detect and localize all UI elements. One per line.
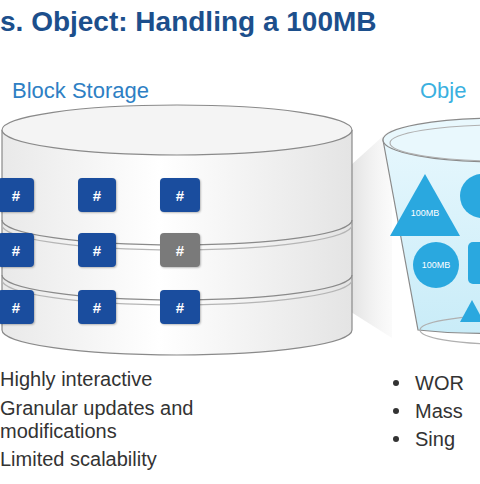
- object-triangle: [460, 300, 480, 322]
- data-block: #: [78, 233, 116, 267]
- block-symbol: #: [12, 299, 20, 316]
- object-shape: 100MB: [413, 242, 459, 288]
- data-block: #: [160, 233, 200, 267]
- disk-cylinder: [2, 105, 352, 355]
- bullet-dot: [393, 436, 399, 442]
- bullet-text: Limited scalability: [0, 448, 240, 471]
- data-block: #: [78, 290, 116, 324]
- object-bucket: [383, 118, 480, 344]
- block-symbol: #: [93, 299, 101, 316]
- data-block: #: [0, 178, 34, 212]
- block-symbol: #: [12, 187, 20, 204]
- bullet-dot: [393, 380, 399, 386]
- data-block: #: [160, 178, 200, 212]
- block-symbol: #: [176, 299, 184, 316]
- section-heading: Obje: [420, 78, 480, 104]
- bullet-text: WOR: [415, 370, 480, 396]
- block-symbol: #: [93, 187, 101, 204]
- object-shape: 100MB: [390, 174, 460, 236]
- block-symbol: #: [12, 242, 20, 259]
- bullet-text: Sing: [415, 426, 480, 452]
- data-block: #: [160, 290, 200, 324]
- data-block: #: [0, 290, 34, 324]
- object-square: [468, 242, 480, 284]
- data-block: #: [78, 178, 116, 212]
- size-label: 100MB: [422, 260, 451, 270]
- section-heading: Block Storage: [12, 78, 252, 104]
- bullet-text: Granular updates and modifications: [0, 397, 240, 443]
- object-circle: [460, 174, 480, 218]
- bullet-text: Highly interactive: [0, 368, 240, 391]
- slide-title: s. Object: Handling a 100MB: [0, 6, 377, 38]
- triangle-outline: [390, 174, 460, 236]
- bullet-dot: [393, 408, 399, 414]
- block-symbol: #: [176, 187, 184, 204]
- data-block: #: [0, 233, 34, 267]
- bullet-text: Mass: [415, 398, 480, 424]
- block-symbol: #: [93, 242, 101, 259]
- size-label: 100MB: [411, 208, 440, 218]
- block-symbol: #: [176, 242, 184, 259]
